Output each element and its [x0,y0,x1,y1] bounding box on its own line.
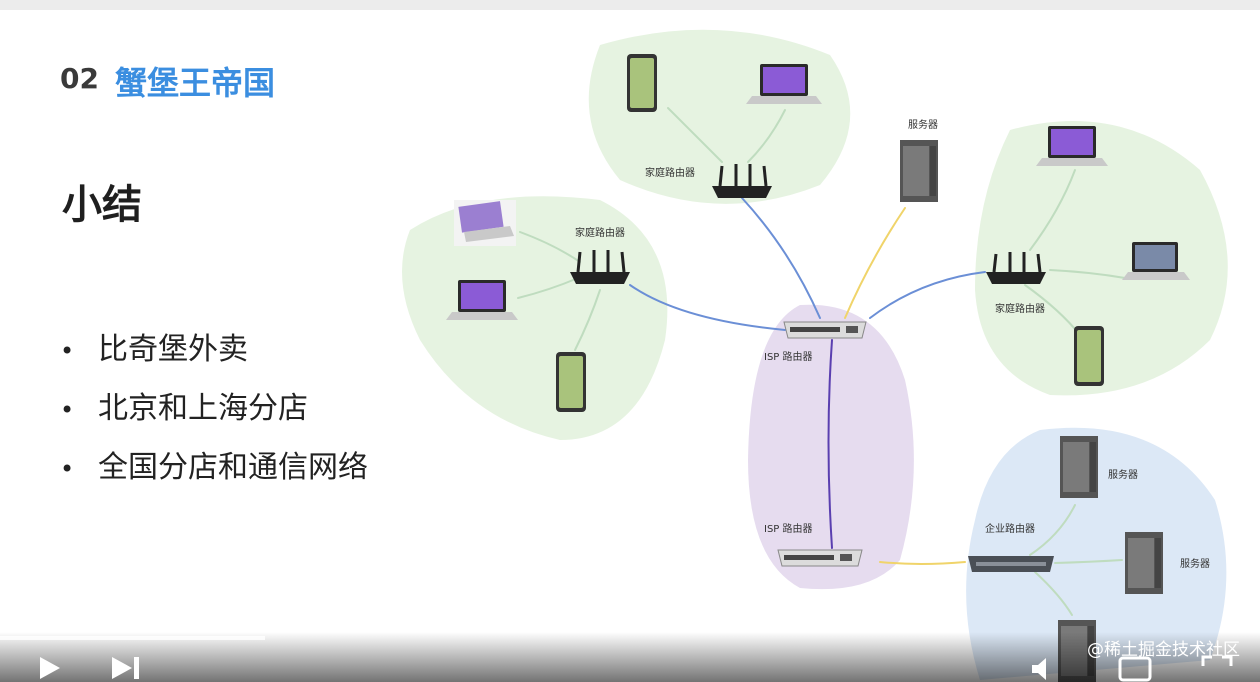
link-line [827,339,833,549]
home-router-label: 家庭路由器 [645,166,695,179]
link-line [879,561,966,565]
laptop-icon [446,280,518,320]
server-label: 服务器 [1180,557,1210,570]
phone-icon [556,352,586,412]
laptop-icon [746,64,822,104]
isp-network-blob [748,304,914,590]
isp-router-label: ISP 路由器 [764,350,813,363]
watermark: @稀土掘金技术社区 [1087,640,1240,660]
link-line [741,197,821,319]
router-icon [570,250,630,284]
link-line [517,277,579,299]
server-icon [1125,532,1163,594]
server-icon [1060,436,1098,498]
link-line [747,109,786,163]
subtitle-icon[interactable] [1118,656,1152,682]
home-router-label: 家庭路由器 [995,302,1045,315]
fullscreen-icon[interactable] [1200,654,1234,682]
play-icon[interactable] [36,654,64,682]
volume-icon[interactable] [1030,656,1060,682]
bullet-item: •比奇堡外卖 [60,332,248,367]
home-network-right-blob [975,121,1228,396]
link-line [1029,169,1076,251]
server-icon [900,140,938,202]
server-label: 服务器 [908,118,938,131]
isp-router-label: ISP 路由器 [764,522,813,535]
bullet-item: •全国分店和通信网络 [60,450,368,485]
laptop-icon [1036,126,1108,166]
link-line [1054,559,1123,564]
laptop-icon [1122,242,1190,280]
link-line [667,107,723,163]
video-controls: @稀土掘金技术社区 [0,632,1260,682]
home-network-left-blob [402,196,668,440]
router-icon [986,252,1046,284]
enterprise-network-blob [966,427,1227,680]
link-line [1029,504,1076,556]
progress-bar[interactable] [0,636,265,640]
bullet-list: •比奇堡外卖 •北京和上海分店 •全国分店和通信网络 [60,330,376,507]
section-number: 02 [60,62,99,95]
enterprise-router-icon [968,556,1054,572]
next-icon[interactable] [108,654,144,682]
link-line [574,289,601,351]
server-label: 服务器 [1108,468,1138,481]
slide-heading: 小结 [62,182,142,228]
laptop-icon [454,200,516,246]
home-router-label: 家庭路由器 [575,226,625,239]
bullet-item: •北京和上海分店 [60,391,308,426]
slide: 02 蟹堡王帝国 小结 •比奇堡外卖 •北京和上海分店 •全国分店和通信网络 [0,10,1260,682]
link-line [629,284,786,331]
phone-icon [627,54,657,112]
link-line [1034,571,1073,616]
browser-top-strip [0,0,1260,10]
link-line [869,271,986,319]
link-line [844,207,906,319]
router-icon [712,164,772,198]
link-line [1049,269,1126,279]
network-diagram: 家庭路由器 家庭路由器 家庭路由器 服务器 ISP 路由器 ISP 路由器 企业… [402,29,1228,682]
enterprise-router-label: 企业路由器 [985,522,1035,535]
link-line [519,231,581,263]
isp-router-icon [777,549,863,567]
section-title: 蟹堡王帝国 [115,64,276,102]
phone-icon [1074,326,1104,386]
isp-router-icon [783,321,867,339]
